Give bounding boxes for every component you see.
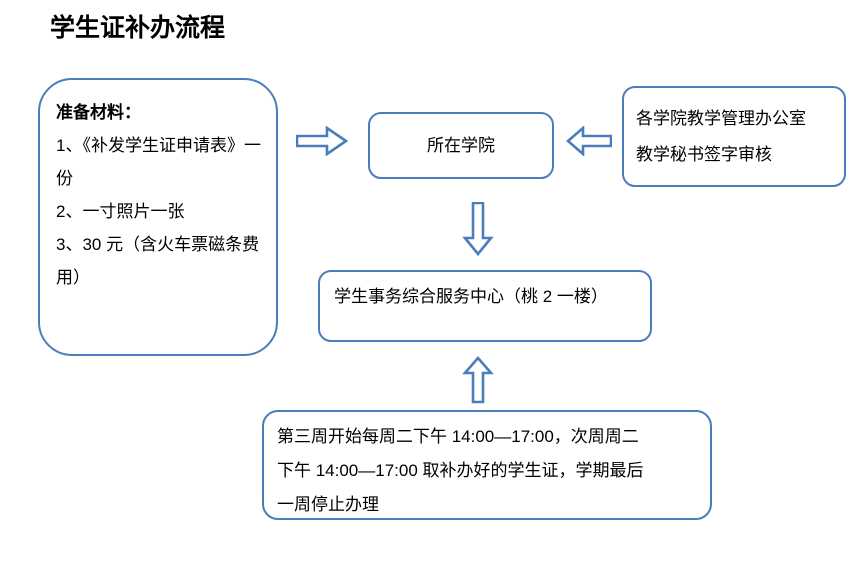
arrow-up-icon	[462, 356, 494, 404]
node-materials-item-1: 1、《补发学生证申请表》一份	[56, 136, 261, 188]
node-schedule[interactable]: 第三周开始每周二下午 14:00—17:00，次周周二 下午 14:00—17:…	[262, 410, 712, 520]
arrow-left-icon	[566, 126, 612, 156]
node-materials-text: 准备材料： 1、《补发学生证申请表》一份 2、一寸照片一张 3、30 元（含火车票磁条…	[56, 96, 262, 294]
node-materials-heading: 准备材料：	[56, 103, 141, 122]
arrow-right-icon	[296, 126, 348, 156]
arrow-down-icon	[462, 202, 494, 256]
node-service-center-label: 学生事务综合服务中心（桃 2 一楼）	[334, 287, 608, 306]
node-schedule-label: 第三周开始每周二下午 14:00—17:00，次周周二 下午 14:00—17:…	[277, 427, 644, 514]
node-college-label: 所在学院	[427, 135, 495, 155]
page-title: 学生证补办流程	[50, 14, 226, 42]
node-materials[interactable]: 准备材料： 1、《补发学生证申请表》一份 2、一寸照片一张 3、30 元（含火车票磁条…	[38, 78, 278, 356]
node-materials-item-2: 2、一寸照片一张	[56, 202, 185, 221]
node-secretary-label: 各学院教学管理办公室 教学秘书签字审核	[636, 108, 806, 164]
node-college[interactable]: 所在学院	[368, 112, 554, 179]
node-secretary[interactable]: 各学院教学管理办公室 教学秘书签字审核	[622, 86, 846, 187]
node-service-center[interactable]: 学生事务综合服务中心（桃 2 一楼）	[318, 270, 652, 342]
node-materials-item-3: 3、30 元（含火车票磁条费用）	[56, 235, 260, 287]
